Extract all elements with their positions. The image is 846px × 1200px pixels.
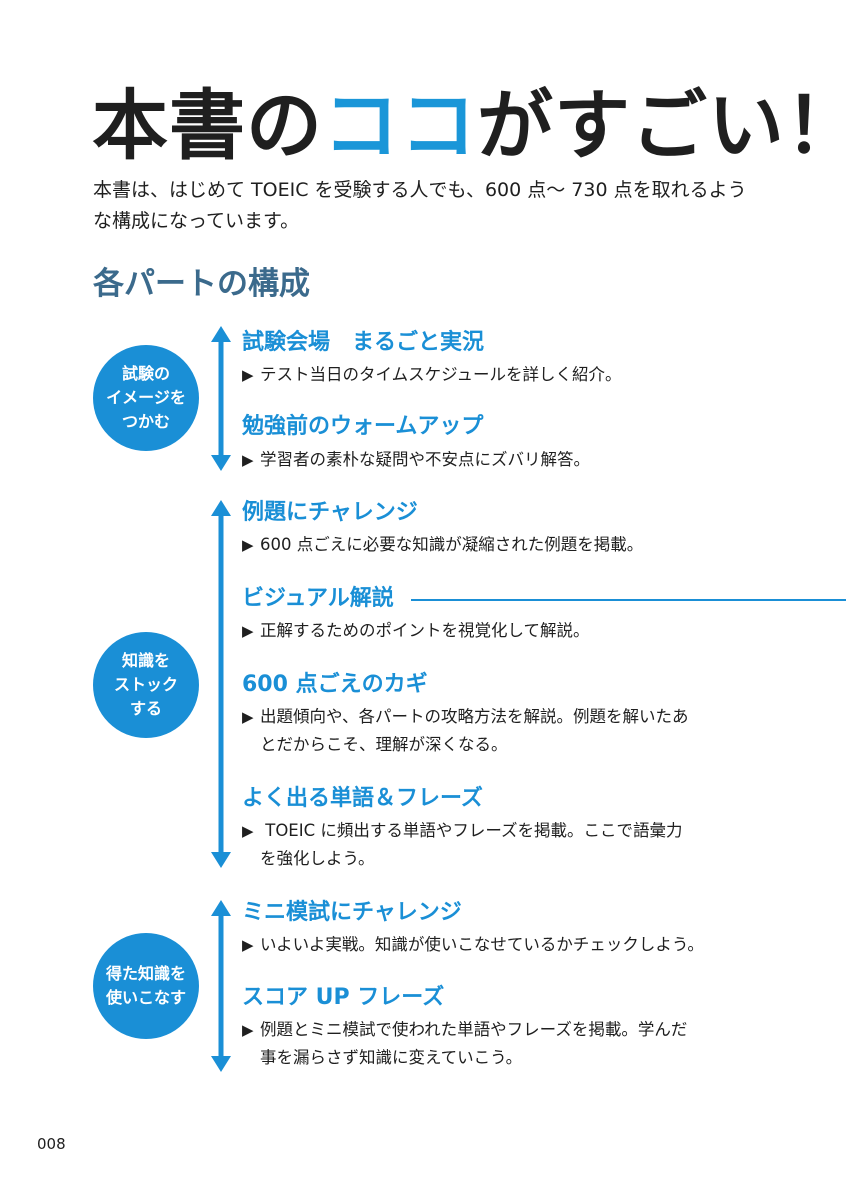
triangle-bullet-icon: ▶ [242,536,254,554]
group-label-circle: 試験の イメージを つかむ [93,345,199,451]
double-arrow-icon [211,900,231,1072]
item-description: ▶例題とミニ模試で使われた単語やフレーズを掲載。学んだ事を漏らさず知識に変えてい… [242,1016,762,1072]
item-title: ミニ模試にチャレンジ [242,900,462,925]
item-description: ▶出題傾向や、各パートの攻略方法を解説。例題を解いたあとだからこそ、理解が深くな… [242,703,762,759]
headline-part1: 本書の [92,81,323,170]
page-number: 008 [37,1135,66,1153]
intro-text: 本書は、はじめて TOEIC を受験する人でも、600 点〜 730 点を取れる… [93,179,747,232]
triangle-bullet-icon: ▶ [242,451,254,469]
headline-accent: ココ [323,81,477,170]
group-label-circle: 知識を ストック する [93,632,199,738]
item-title: よく出る単語＆フレーズ [242,786,483,811]
item-title: 試験会場 まるごと実況 [242,330,485,355]
item-description: ▶正解するためのポイントを視覚化して解説。 [242,617,762,645]
item-description: ▶ TOEIC に頻出する単語やフレーズを掲載。ここで語彙力を強化しよう。 [242,817,762,873]
double-arrow-icon [211,500,231,868]
headline-part2: がすごい！ [477,81,846,170]
triangle-bullet-icon: ▶ [242,622,254,640]
item-title: スコア UP フレーズ [242,985,445,1010]
item-description: ▶いよいよ実戦。知識が使いこなせているかチェックしよう。 [242,931,762,959]
item-description: ▶600 点ごえに必要な知識が凝縮された例題を掲載。 [242,531,762,559]
section-heading: 各パートの構成 [93,266,310,302]
triangle-bullet-icon: ▶ [242,936,254,954]
item-title: 勉強前のウォームアップ [242,414,484,439]
triangle-bullet-icon: ▶ [242,366,254,384]
triangle-bullet-icon: ▶ [242,1021,254,1039]
item-description: ▶テスト当日のタイムスケジュールを詳しく紹介。 [242,361,762,389]
item-description: ▶学習者の素朴な疑問や不安点にズバリ解答。 [242,446,762,474]
item-title: 例題にチャレンジ [242,500,418,525]
double-arrow-icon [211,326,231,471]
group-label-circle: 得た知識を 使いこなす [93,933,199,1039]
page-headline: 本書のココがすごい！ [92,76,846,176]
triangle-bullet-icon: ▶ [242,708,254,726]
item-title: 600 点ごえのカギ [242,672,428,697]
item-title: ビジュアル解説 [242,586,394,611]
divider-line [411,599,846,601]
triangle-bullet-icon: ▶ [242,822,254,840]
